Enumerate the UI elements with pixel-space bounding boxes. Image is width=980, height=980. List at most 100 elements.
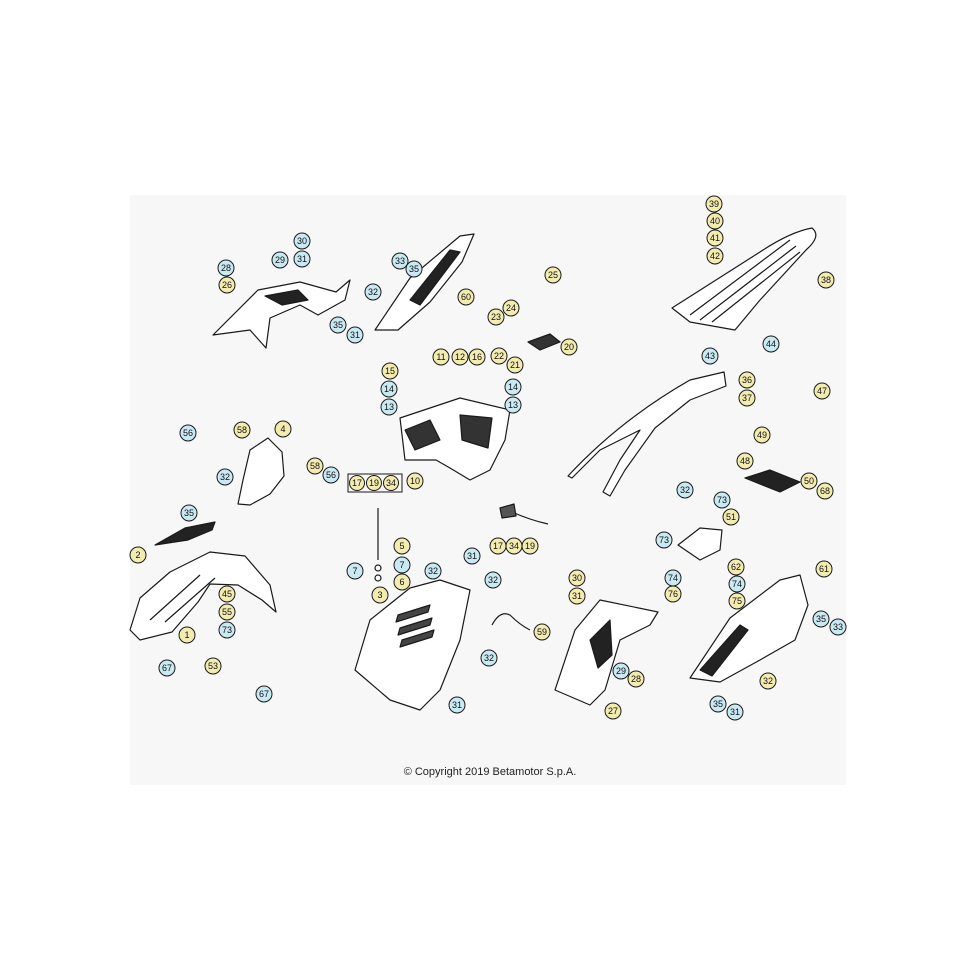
callout-number: 20	[564, 342, 574, 352]
callout-number: 10	[410, 476, 420, 486]
callout-32: 32	[364, 283, 382, 301]
callout-circle	[346, 326, 364, 344]
callout-circle	[506, 356, 524, 374]
callout-74: 74	[728, 575, 746, 593]
callout-number: 35	[816, 614, 826, 624]
callout-circle	[255, 685, 273, 703]
callout-circle	[451, 348, 469, 366]
callout-circle	[380, 398, 398, 416]
callout-number: 14	[508, 382, 518, 392]
callout-number: 12	[455, 352, 465, 362]
callout-circle	[178, 626, 196, 644]
seat	[671, 227, 817, 331]
callout-number: 32	[763, 676, 773, 686]
callout-number: 38	[821, 275, 831, 285]
callout-number: 35	[713, 699, 723, 709]
callout-circle	[762, 335, 780, 353]
callout-number: 41	[710, 233, 720, 243]
callout-73: 73	[218, 621, 236, 639]
callout-circle	[271, 251, 289, 269]
callout-12: 12	[451, 348, 469, 366]
callout-30: 30	[293, 232, 311, 250]
callout-circle	[829, 618, 847, 636]
callout-circle	[560, 338, 578, 356]
callout-36: 36	[738, 371, 756, 389]
callout-circle	[306, 457, 324, 475]
callout-32: 32	[484, 571, 502, 589]
callout-33: 33	[829, 618, 847, 636]
callout-circle	[424, 562, 442, 580]
callout-circle	[738, 389, 756, 407]
callout-53: 53	[204, 657, 222, 675]
front-fender-stripes	[149, 574, 216, 623]
callout-3: 3	[371, 586, 389, 604]
callout-number: 49	[757, 430, 767, 440]
callout-circle	[728, 575, 746, 593]
callout-20: 20	[560, 338, 578, 356]
callout-number: 21	[510, 360, 520, 370]
callout-number: 32	[488, 575, 498, 585]
callout-circle	[817, 271, 835, 289]
callout-30: 30	[568, 569, 586, 587]
fuel-tap-pipe	[511, 511, 549, 525]
callout-number: 32	[220, 472, 230, 482]
callout-circle	[346, 562, 364, 580]
callout-38: 38	[817, 271, 835, 289]
callout-circle	[406, 472, 424, 490]
callout-circle	[448, 696, 466, 714]
group-callout-number: 34	[386, 478, 396, 488]
callout-58: 58	[306, 457, 324, 475]
callout-number: 33	[395, 256, 405, 266]
callout-number: 50	[804, 476, 814, 486]
callout-47: 47	[813, 382, 831, 400]
callout-number: 3	[377, 590, 382, 600]
callout-56: 56	[322, 466, 340, 484]
left-shroud-detail	[264, 289, 309, 306]
group-callout-circle	[383, 475, 399, 491]
callout-16: 16	[468, 348, 486, 366]
callout-circle	[381, 362, 399, 380]
callout-circle	[274, 420, 292, 438]
fork-guard	[154, 521, 216, 546]
callout-2: 2	[129, 546, 147, 564]
callout-number: 30	[297, 236, 307, 246]
callout-number: 27	[608, 706, 618, 716]
rear-frame-cover	[567, 371, 727, 497]
callout-number: 23	[491, 312, 501, 322]
callout-circle	[293, 250, 311, 268]
nut	[374, 574, 382, 582]
callout-32: 32	[424, 562, 442, 580]
callout-35: 35	[812, 610, 830, 628]
callout-68: 68	[816, 482, 834, 500]
callout-number: 45	[222, 589, 232, 599]
callout-number: 31	[297, 254, 307, 264]
callout-number: 56	[183, 428, 193, 438]
callout-74: 74	[664, 569, 682, 587]
mudguard-bracket	[677, 527, 723, 561]
callout-circle	[218, 276, 236, 294]
callout-number: 4	[280, 424, 285, 434]
callout-circle	[393, 573, 411, 591]
callout-4: 4	[274, 420, 292, 438]
callout-circle	[468, 348, 486, 366]
callout-circle	[364, 283, 382, 301]
callout-25: 25	[544, 266, 562, 284]
callout-39: 39	[705, 195, 723, 213]
callout-circle	[218, 621, 236, 639]
group-callout-circle	[349, 475, 365, 491]
callout-number: 13	[384, 402, 394, 412]
callout-circle	[604, 702, 622, 720]
callout-number: 31	[467, 551, 477, 561]
callout-circle	[487, 308, 505, 326]
callout-circle	[129, 546, 147, 564]
callout-40: 40	[706, 212, 724, 230]
callout-73: 73	[655, 531, 673, 549]
callout-number: 5	[399, 541, 404, 551]
callout-circle	[329, 316, 347, 334]
callout-circle	[800, 472, 818, 490]
callout-number: 24	[506, 303, 516, 313]
callout-35: 35	[709, 695, 727, 713]
callout-circle	[380, 380, 398, 398]
callout-10: 10	[406, 472, 424, 490]
